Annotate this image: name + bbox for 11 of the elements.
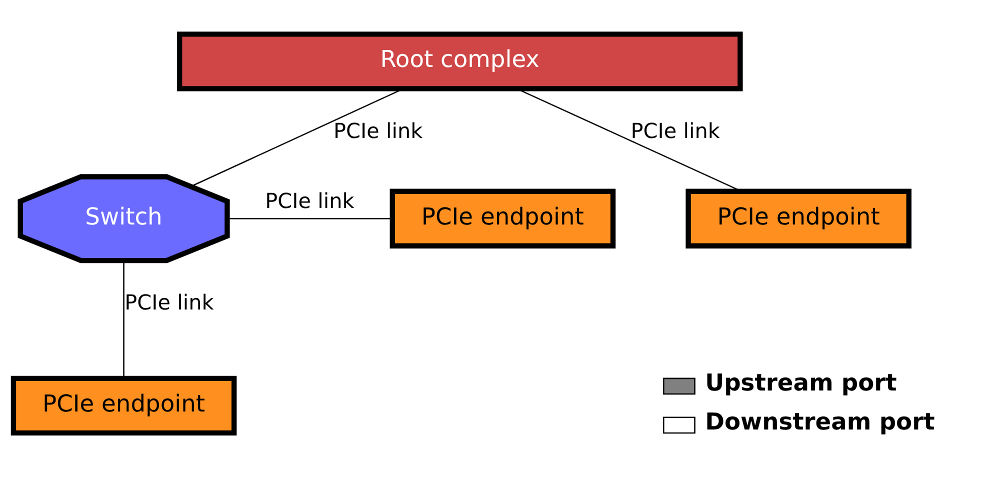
legend-label: Upstream port (705, 368, 897, 396)
legend-label: Downstream port (705, 407, 935, 436)
edge-label: PCIe link (334, 118, 423, 142)
edge-label: PCIe link (124, 290, 214, 314)
node-box: PCIe endpoint (686, 188, 912, 248)
node-box: Root complex (176, 31, 743, 91)
edge-label: PCIe link (265, 188, 354, 213)
node-box: PCIe endpoint (390, 188, 616, 248)
connector (227, 218, 392, 219)
edge-label: PCIe link (630, 118, 720, 142)
node-box: PCIe endpoint (10, 375, 237, 436)
